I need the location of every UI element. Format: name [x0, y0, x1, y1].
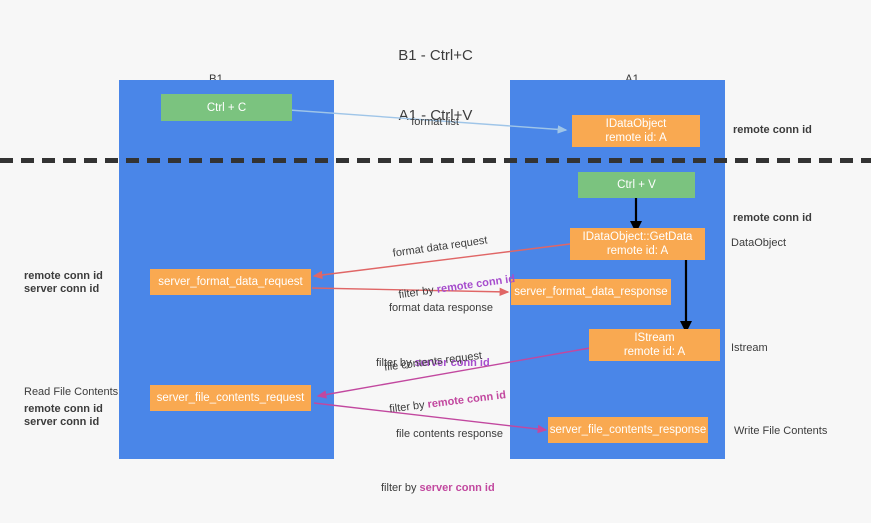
node-getdata-line1: IDataObject::GetData [582, 231, 693, 243]
edge-format-data-response-filter: filter by server conn id [376, 356, 493, 370]
node-ctrl-c-label: Ctrl + C [206, 101, 247, 114]
node-idataobject-line2: remote id: A [605, 132, 667, 144]
filter-prefix: filter by [376, 357, 415, 369]
filter-prefix: filter by [381, 482, 420, 494]
edge-label-format-data-response: format data response filter by server co… [376, 273, 493, 398]
node-server-format-data-response[interactable]: server_format_data_response [511, 279, 671, 305]
edge-format-data-response-line1: format data response [389, 302, 493, 314]
node-getdata[interactable]: IDataObject::GetData remote id: A [570, 228, 705, 260]
edge-format-data-request-line1: format data request [392, 234, 489, 260]
filter-key-server-conn-id: server conn id [419, 482, 495, 494]
node-server-format-data-request[interactable]: server_format_data_request [150, 269, 311, 295]
edge-file-contents-request-line1: file contents request [383, 349, 483, 374]
node-server-file-contents-request-label: server_file_contents_request [156, 392, 305, 404]
node-server-file-contents-request[interactable]: server_file_contents_request [150, 385, 311, 411]
node-idataobject-line1: IDataObject [605, 118, 667, 130]
annotation-left-server-conn-id: server conn id [24, 283, 100, 295]
node-istream-line2: remote id: A [623, 346, 686, 358]
node-ctrl-v-label: Ctrl + V [617, 179, 656, 191]
node-server-file-contents-response[interactable]: server_file_contents_response [548, 417, 708, 443]
edge-file-contents-response-filter: filter by server conn id [381, 481, 503, 495]
diagram-canvas: B1 - Ctrl+C A1 - Ctrl+V B1 connection A1… [0, 47, 871, 494]
edge-file-contents-response-line1: file contents response [396, 428, 504, 440]
node-server-format-data-request-label: server_format_data_request [158, 276, 303, 288]
annotation-left-server-conn-id-2: server conn id [24, 416, 100, 428]
edge-label-format-list: format list [399, 101, 459, 143]
node-ctrl-c[interactable]: Ctrl + C [161, 94, 292, 121]
edge-label-format-list-text: format list [411, 116, 459, 128]
annotation-remote-conn-id-top: remote conn id [733, 124, 812, 136]
node-ctrl-v[interactable]: Ctrl + V [578, 172, 695, 198]
annotation-read-file-contents: Read File Contents [24, 386, 119, 398]
title-line-1: B1 - Ctrl+C [398, 47, 473, 64]
node-istream-line1: IStream [634, 332, 675, 344]
filter-key-server-conn-id: server conn id [414, 357, 490, 369]
annotation-write-file-contents: Write File Contents [734, 425, 828, 437]
node-server-format-data-response-label: server_format_data_response [514, 286, 668, 298]
phase-divider [0, 158, 871, 163]
edge-label-file-contents-response: file contents response filter by server … [381, 399, 504, 523]
node-getdata-line2: remote id: A [606, 245, 669, 257]
annotation-istream: Istream [731, 342, 768, 354]
node-server-file-contents-response-label: server_file_contents_response [549, 424, 707, 436]
annotation-remote-conn-id-mid: remote conn id [733, 212, 812, 224]
annotation-dataobject: DataObject [731, 237, 787, 249]
node-idataobject[interactable]: IDataObject remote id: A [572, 115, 700, 147]
annotation-left-remote-conn-id: remote conn id [24, 270, 103, 282]
node-istream[interactable]: IStream remote id: A [589, 329, 720, 361]
annotation-left-remote-conn-id-2: remote conn id [24, 403, 103, 415]
